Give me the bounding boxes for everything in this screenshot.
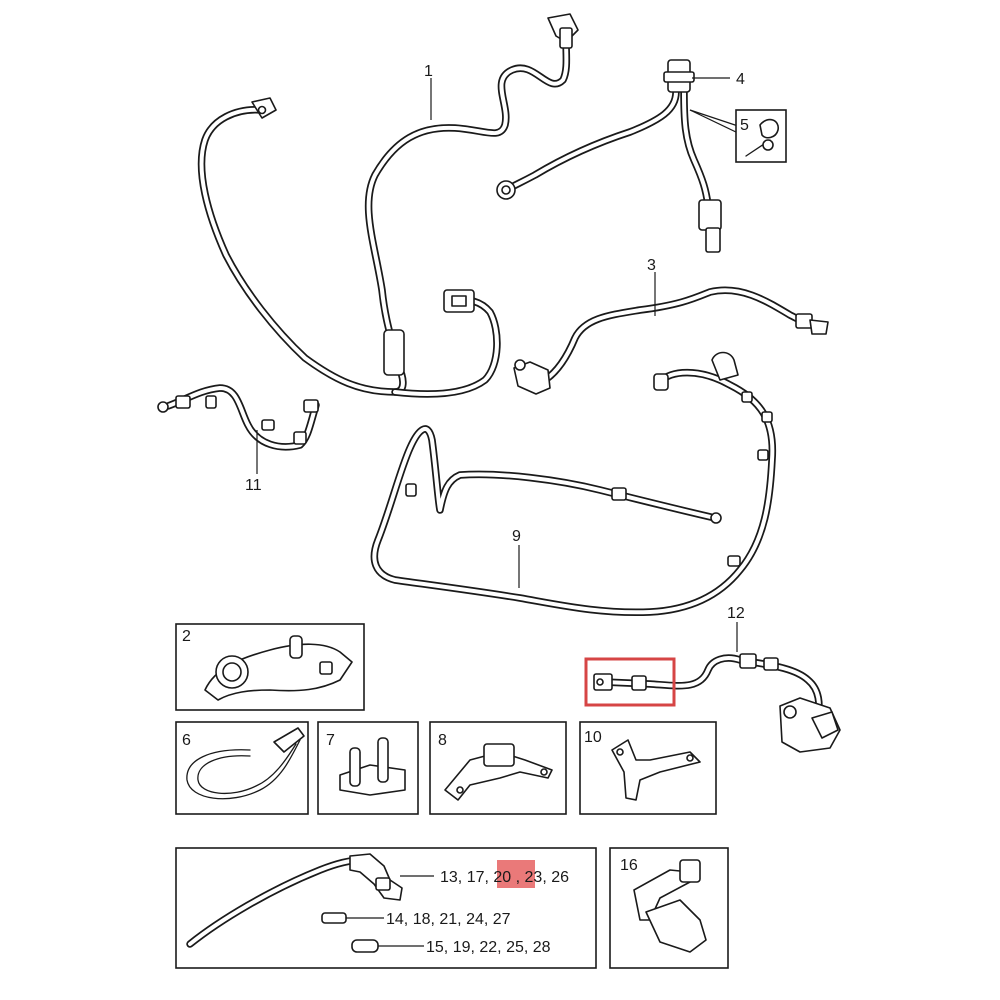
callout-2: 2 — [182, 628, 191, 645]
callout-9: 9 — [512, 528, 521, 545]
part-6-box: 6 — [175, 721, 309, 815]
cable-3: 3 — [513, 257, 829, 395]
kit-row2: 14, 18, 21, 24, 27 — [386, 911, 511, 928]
callout-3: 3 — [647, 257, 656, 274]
kit-row1-highlight: 20 — [493, 869, 511, 886]
cable-11: 11 — [157, 384, 320, 494]
highlight-box-12 — [584, 657, 676, 707]
svg-text:13, 17, 20 , 23, 2: 13, 17, 20 , 23, 26 — [440, 869, 569, 886]
callout-5: 5 — [740, 117, 749, 134]
harness-1: 1 — [197, 13, 579, 398]
harness-9: 9 — [370, 351, 777, 617]
cable-12: 12 — [584, 605, 841, 753]
kit-row1-prefix: 13, 17, — [440, 869, 489, 886]
callout-4: 4 — [736, 71, 745, 88]
callout-10: 10 — [584, 729, 602, 746]
callout-12: 12 — [727, 605, 745, 622]
harness-4: 4 — [496, 59, 745, 253]
part-10-box: 10 — [579, 721, 717, 815]
part-8-box: 8 — [429, 721, 567, 815]
callout-8: 8 — [438, 732, 447, 749]
callout-16: 16 — [620, 857, 638, 874]
callout-7: 7 — [326, 732, 335, 749]
callout-11: 11 — [245, 477, 262, 494]
callout-1: 1 — [424, 63, 433, 80]
kit-row3: 15, 19, 22, 25, 28 — [426, 939, 551, 956]
kit-box: 13, 17, 20 , 23, 26 14, 18, 21, 24, 27 1… — [175, 847, 597, 969]
part-2-box: 2 — [175, 623, 365, 711]
kit-row1-suffix: , 23, 26 — [516, 869, 569, 886]
callout-6: 6 — [182, 732, 191, 749]
highlight-20 — [497, 860, 535, 888]
part-5-box: 5 — [735, 109, 787, 163]
part-16-box: 16 — [609, 847, 729, 969]
part-7-box: 7 — [317, 721, 419, 815]
